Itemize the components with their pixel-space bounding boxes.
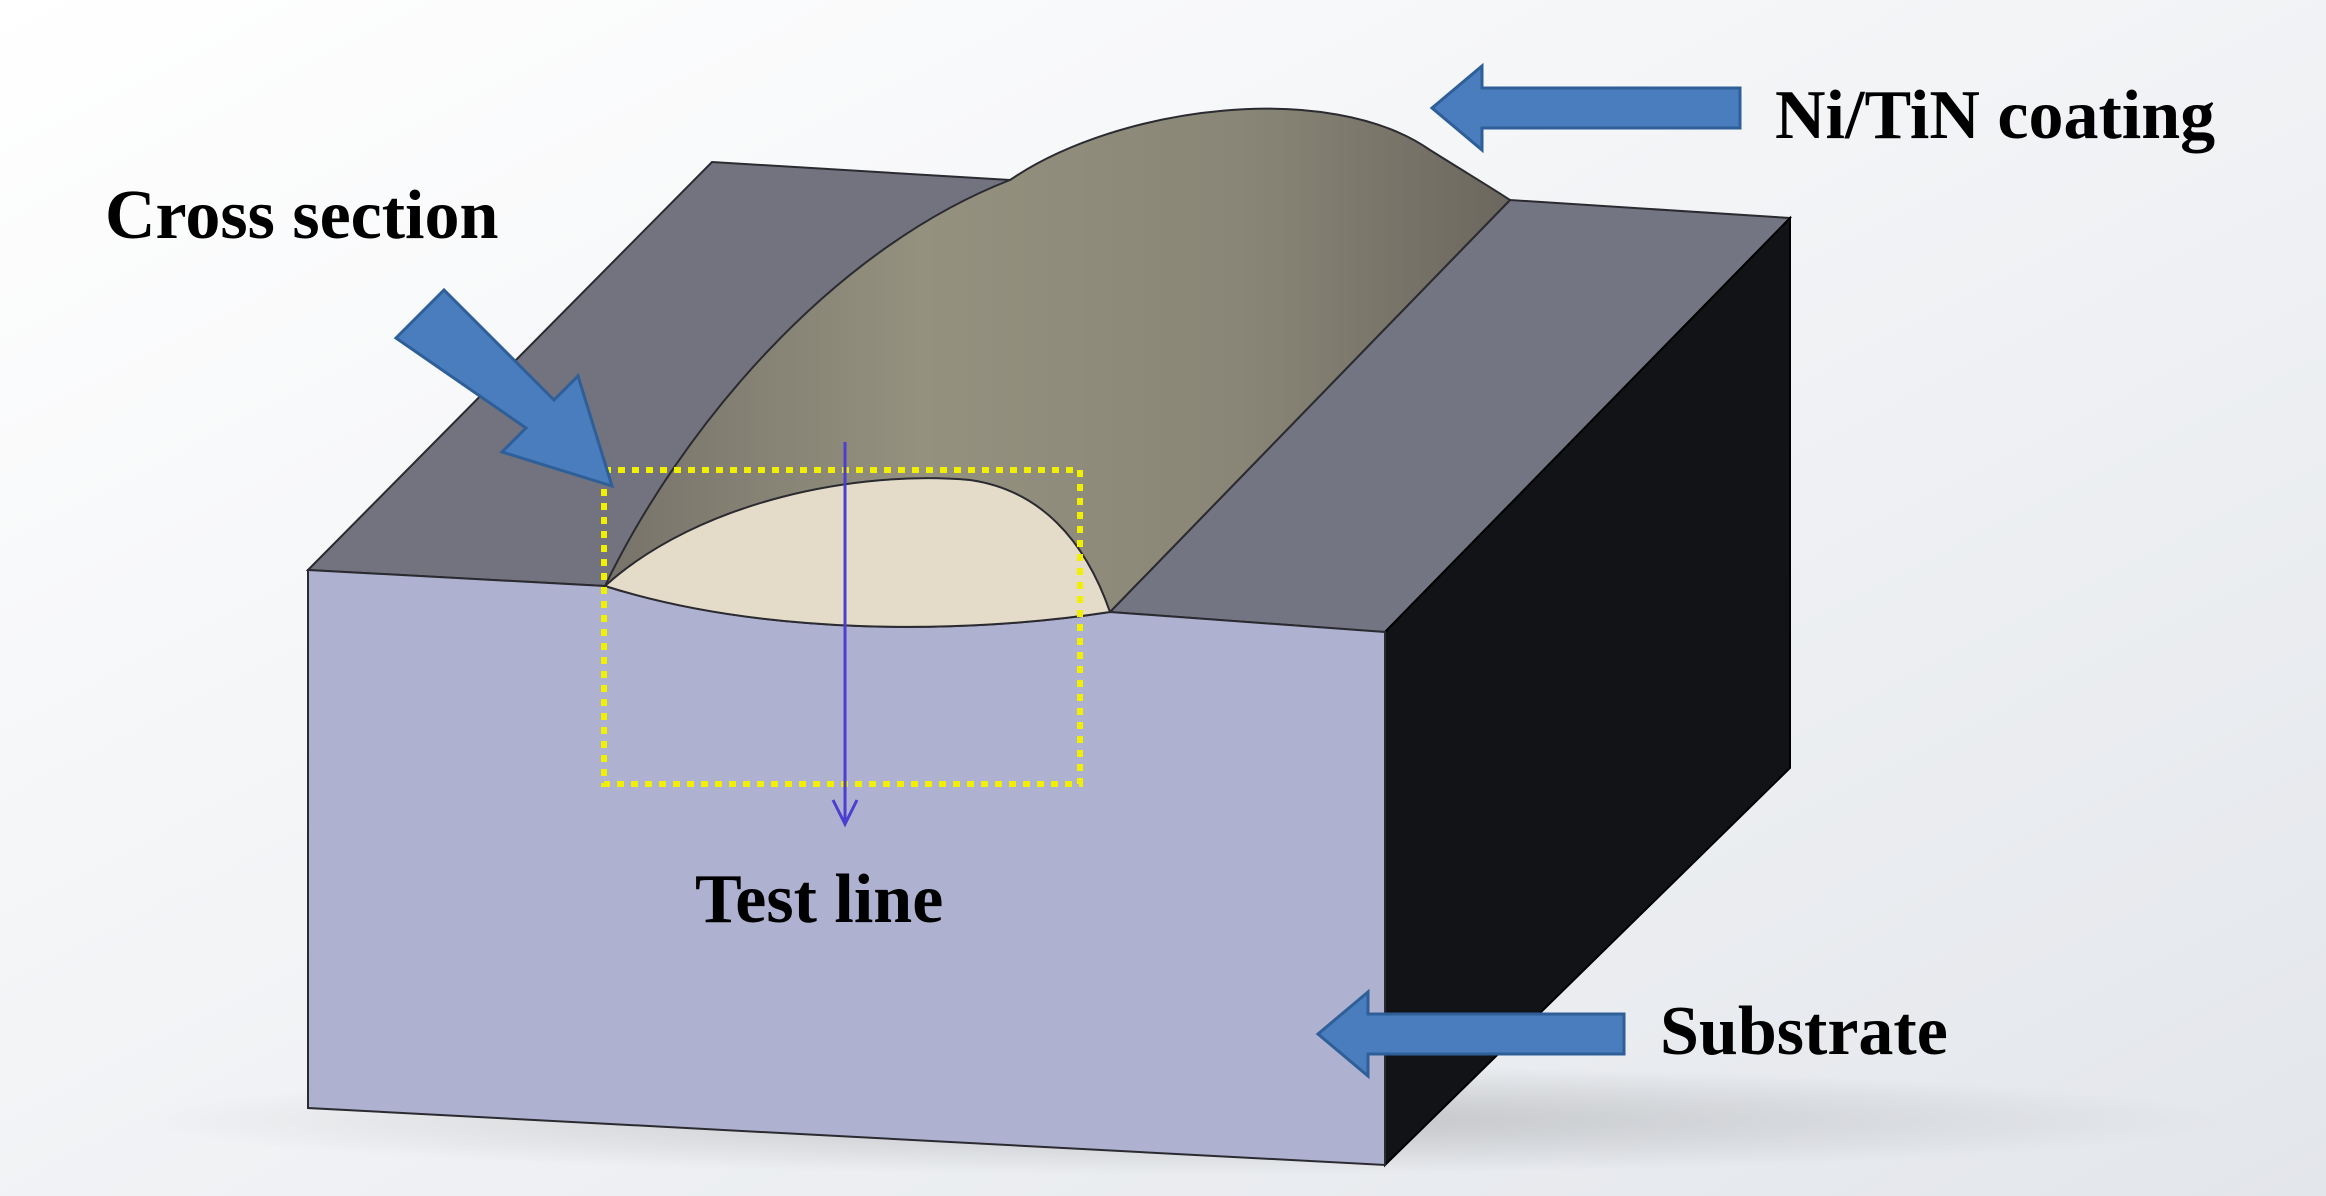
cross-section-pointer-arrow xyxy=(393,287,615,489)
cross-section-face xyxy=(603,477,1112,628)
substrate-pointer-arrow xyxy=(1315,988,1626,1080)
coating-label: Ni/TiN coating xyxy=(1775,77,2215,154)
coating-pointer-arrow xyxy=(1429,62,1742,154)
substrate-label: Substrate xyxy=(1660,993,1948,1070)
test-line-arrow xyxy=(831,442,859,828)
cross-section-label: Cross section xyxy=(105,177,498,254)
test-line-label: Test line xyxy=(695,861,943,938)
cross-section-highlight-box xyxy=(601,467,1083,787)
